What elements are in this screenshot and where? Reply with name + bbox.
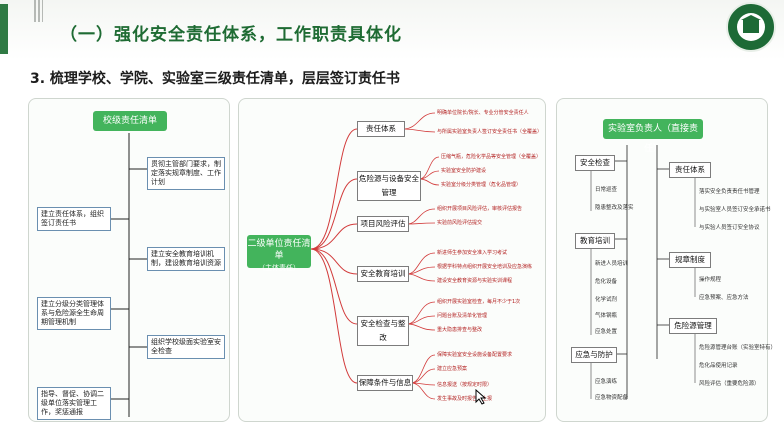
college-leaf: 根据学科特点组织开展安全培训及应急演练 bbox=[437, 264, 533, 270]
college-leaf: 与所属实验室负责人签订安全责任书（全覆盖） bbox=[437, 129, 543, 135]
lab-leaf: 与实验室人员签订安全承诺书 bbox=[699, 207, 771, 213]
school-item-3: 组织学校级面实验室安全检查 bbox=[147, 335, 225, 359]
college-leaf: 实验室分级分类管理（危化品管理） bbox=[441, 182, 522, 188]
college-leaf: 新进师生参加安全准入学习考试 bbox=[437, 250, 508, 256]
school-item-5: 建立分级分类管理体系与危险源全生命周期管理机制 bbox=[37, 297, 111, 330]
lab-tree-lines bbox=[590, 145, 696, 399]
school-item-4: 建立责任体系，组织签订责任书 bbox=[37, 207, 111, 231]
college-leaf: 保障实验室安全设施设备配置要求 bbox=[437, 352, 513, 358]
lab-leaf: 新进人员培训 bbox=[595, 261, 629, 267]
lab-leaf: 应急物资配备 bbox=[595, 395, 629, 401]
college-root-subtitle: （主体责任） bbox=[258, 264, 300, 272]
lab-leaf: 操作规程 bbox=[699, 277, 722, 283]
lab-root-node: 实验室负责人（直接责任） bbox=[603, 119, 703, 154]
section-subtitle: 3. 梳理学校、学院、实验室三级责任清单，层层签订责任书 bbox=[30, 71, 400, 87]
college-root-node: 二级单位责任清单 （主体责任） bbox=[247, 235, 311, 272]
college-root-title: 二级单位责任清单 bbox=[247, 239, 311, 261]
school-root-node: 校级责任清单 bbox=[93, 111, 167, 131]
college-leaf: 重大隐患排查与整改 bbox=[437, 327, 483, 333]
college-leaf: 明确单位院长/院长、专业分管安全责任人 bbox=[437, 110, 529, 116]
lab-leaf: 应急预案、应急方法 bbox=[699, 295, 749, 301]
school-tree-lines bbox=[111, 133, 147, 417]
lab-branch-6: 危险源管理 bbox=[669, 318, 717, 334]
college-leaf: 组织开展实验室检查，每月不少于1次 bbox=[437, 299, 521, 305]
college-branch-5: 安全检查与整改 bbox=[357, 316, 409, 346]
header-bar bbox=[0, 0, 784, 60]
lab-branch-4: 责任体系 bbox=[669, 162, 711, 178]
college-leaf: 发生事故及时报告，上报 bbox=[437, 396, 493, 402]
lab-leaf: 日常巡查 bbox=[595, 187, 618, 193]
lab-leaf: 危险源管理台账（实验室特有） bbox=[699, 345, 777, 351]
college-leaf: 实验室安全防护建设 bbox=[441, 168, 487, 174]
lab-leaf: 应急处置 bbox=[595, 329, 618, 335]
college-leaf: 压缩气瓶，危险化学品等安全管理（全覆盖） bbox=[441, 154, 542, 160]
college-branch-3: 项目风险评估 bbox=[357, 216, 409, 232]
college-leaf: 组织开展项目风险评估，审核评估报告 bbox=[437, 206, 523, 212]
lab-leaf: 危化设备 bbox=[595, 279, 618, 285]
lab-branch-5: 规章制度 bbox=[669, 252, 711, 268]
college-tree-lines bbox=[310, 112, 440, 400]
decorative-stripes bbox=[34, 0, 43, 22]
college-branch-6: 保障条件与信息 bbox=[357, 375, 413, 391]
lab-level-panel: 实验室负责人（直接责任） 安全检查 教育培训 应急与防护 责任体系 规章制度 危… bbox=[556, 98, 776, 422]
lab-branch-2: 教育培训 bbox=[575, 233, 615, 249]
page-title: （一）强化安全责任体系，工作职责具体化 bbox=[60, 25, 402, 45]
accent-stripe bbox=[0, 4, 8, 54]
college-branch-4: 安全教育培训 bbox=[357, 266, 409, 282]
school-level-panel: 校级责任清单 贯彻主管部门要求，制定落实规章制度、工作计划 建立安全教育培训机制… bbox=[28, 98, 230, 422]
college-branch-2: 危险源与设备安全管理 bbox=[357, 171, 421, 201]
lab-branch-1: 安全检查 bbox=[575, 155, 615, 171]
college-branch-1: 责任体系 bbox=[357, 121, 405, 137]
college-level-panel: 二级单位责任清单 （主体责任） 责任体系 危险源与设备安全管理 项目风险评估 安… bbox=[238, 98, 546, 422]
college-leaf: 建设安全教育资源与实验实训课程 bbox=[437, 278, 513, 284]
mouse-cursor-icon bbox=[475, 389, 487, 405]
college-leaf: 建立应急预案 bbox=[437, 366, 468, 372]
college-leaf: 信息报送（按规定时限） bbox=[437, 382, 493, 388]
lab-leaf: 与实验人员签订安全协议 bbox=[699, 225, 760, 231]
lab-branch-3: 应急与防护 bbox=[571, 347, 617, 363]
college-leaf: 问题台账及清单化管理 bbox=[437, 313, 488, 319]
lab-leaf: 气体钢瓶 bbox=[595, 313, 618, 319]
lab-leaf: 风险评估（重要危险源） bbox=[699, 381, 760, 387]
college-leaf: 实验前风险评估提交 bbox=[437, 220, 483, 226]
school-item-2: 建立安全教育培训机制，建设教育培训资源 bbox=[147, 247, 225, 271]
lab-leaf: 危化品使用记录 bbox=[699, 363, 738, 369]
lab-leaf: 应急演练 bbox=[595, 379, 618, 385]
school-item-1: 贯彻主管部门要求，制定落实规章制度、工作计划 bbox=[147, 157, 225, 190]
lab-leaf: 隐患整改及落实 bbox=[595, 205, 634, 211]
school-item-6: 指导、督促、协调二级单位落实管理工作，奖惩通报 bbox=[37, 387, 111, 420]
lab-leaf: 化学试剂 bbox=[595, 297, 618, 303]
lab-leaf: 落实安全负责责任书管理 bbox=[699, 189, 760, 195]
university-logo-icon bbox=[726, 2, 776, 52]
